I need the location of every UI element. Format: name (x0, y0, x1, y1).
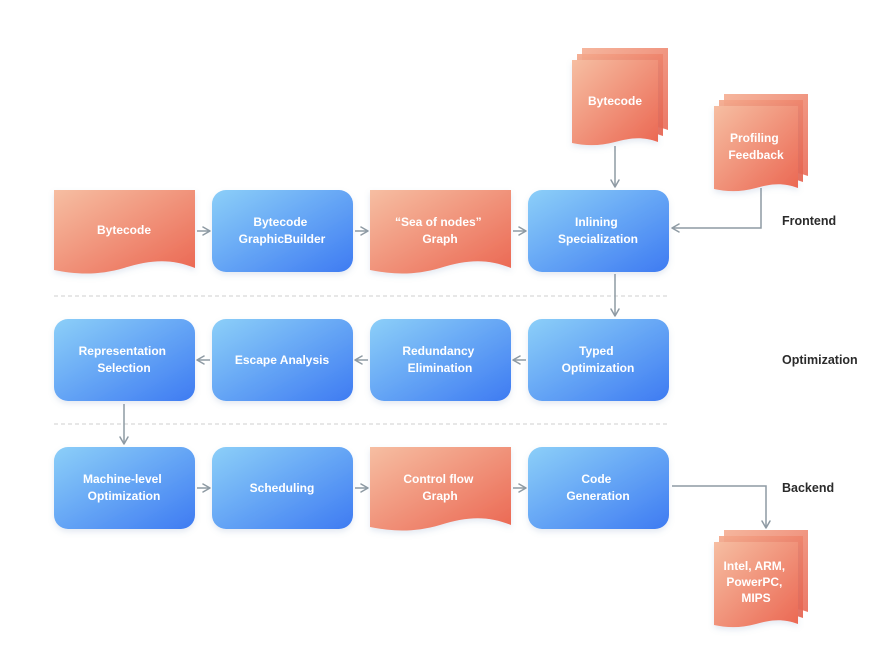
stage-label-frontend: Frontend (782, 214, 836, 228)
node-representation-selection-line1: Representation (79, 344, 166, 358)
node-inlining-line2: Specialization (558, 232, 638, 246)
svg-text:Code Generation: Code Generation (566, 472, 629, 503)
node-machine-level-line1: Machine-level (83, 472, 162, 486)
node-control-flow-graph-line1: Control flow (403, 472, 474, 486)
svg-text:Intel, ARM, PowerPC,: Intel, ARM, PowerPC, MIPS (724, 559, 789, 605)
node-sea-of-nodes-line1: “Sea of nodes” (395, 215, 482, 229)
svg-text:Control flow Graph: Control flow Graph (403, 472, 476, 503)
stage-label-backend: Backend (782, 481, 834, 495)
svg-text:Scheduling: Scheduling (250, 481, 315, 495)
svg-text:Redundancy Elimination: Redundancy Elimination (402, 344, 477, 375)
node-typed-optimization-line1: Typed (579, 344, 613, 358)
node-representation-selection-line2: Selection (97, 361, 150, 375)
node-scheduling: Scheduling (212, 447, 353, 529)
node-bytecode-top-label: Bytecode (588, 94, 642, 108)
node-scheduling-label: Scheduling (250, 481, 315, 495)
node-graphic-builder-line1: Bytecode (253, 215, 307, 229)
node-redundancy-elimination: Redundancy Elimination (370, 319, 511, 401)
svg-text:Bytecode GraphicBuilder: Bytecode GraphicBuilder (239, 215, 326, 246)
node-profiling-feedback-line1: Profiling (730, 131, 779, 145)
svg-text:Inlining Specialization: Inlining Specialization (558, 215, 638, 246)
node-control-flow-graph-line2: Graph (422, 489, 457, 503)
node-escape-analysis: Escape Analysis (212, 319, 353, 401)
node-typed-optimization: Typed Optimization (528, 319, 669, 401)
svg-text:Escape Analysis: Escape Analysis (235, 353, 330, 367)
svg-text:Bytecode: Bytecode (588, 94, 642, 108)
node-representation-selection: Representation Selection (54, 319, 195, 401)
edges (119, 146, 771, 529)
node-bytecode-input-label: Bytecode (97, 223, 151, 237)
edge-codegen-to-targets (672, 485, 771, 529)
node-targets-line1: Intel, ARM, (724, 559, 786, 573)
node-machine-level: Machine-level Optimization (54, 447, 195, 529)
node-targets: Intel, ARM, PowerPC, MIPS (714, 530, 808, 628)
node-inlining-line1: Inlining (575, 215, 618, 229)
svg-text:Bytecode: Bytecode (97, 223, 151, 237)
node-bytecode-input: Bytecode (54, 190, 195, 274)
svg-text:Representation Selection: Representation Selection (79, 344, 170, 375)
node-inlining: Inlining Specialization (528, 190, 669, 272)
svg-text:Machine-level Optimizati: Machine-level Optimization (83, 472, 165, 503)
node-redundancy-elimination-line2: Elimination (408, 361, 473, 375)
node-code-generation: Code Generation (528, 447, 669, 529)
node-code-generation-line2: Generation (566, 489, 629, 503)
node-typed-optimization-line2: Optimization (562, 361, 635, 375)
edge-profiling-to-inlining (671, 188, 762, 233)
stage-label-optimization: Optimization (782, 353, 858, 367)
svg-text:“Sea of nodes” Graph: “Sea of nodes” Graph (395, 215, 485, 246)
node-escape-analysis-label: Escape Analysis (235, 353, 330, 367)
svg-text:Typed Optimization: Typed Optimization (562, 344, 635, 375)
node-machine-level-line2: Optimization (88, 489, 161, 503)
node-bytecode-top: Bytecode (572, 48, 668, 146)
node-profiling-feedback-line2: Feedback (728, 148, 784, 162)
node-targets-line2: PowerPC, (726, 575, 782, 589)
node-control-flow-graph: Control flow Graph (370, 447, 511, 531)
node-profiling-feedback: Profiling Feedback (714, 94, 808, 192)
svg-text:Profiling Feedback: Profiling Feedback (728, 131, 784, 162)
node-graphic-builder: Bytecode GraphicBuilder (212, 190, 353, 272)
node-sea-of-nodes: “Sea of nodes” Graph (370, 190, 511, 274)
node-code-generation-line1: Code (581, 472, 611, 486)
node-graphic-builder-line2: GraphicBuilder (239, 232, 326, 246)
node-sea-of-nodes-line2: Graph (422, 232, 457, 246)
node-targets-line3: MIPS (741, 591, 770, 605)
node-redundancy-elimination-line1: Redundancy (402, 344, 474, 358)
